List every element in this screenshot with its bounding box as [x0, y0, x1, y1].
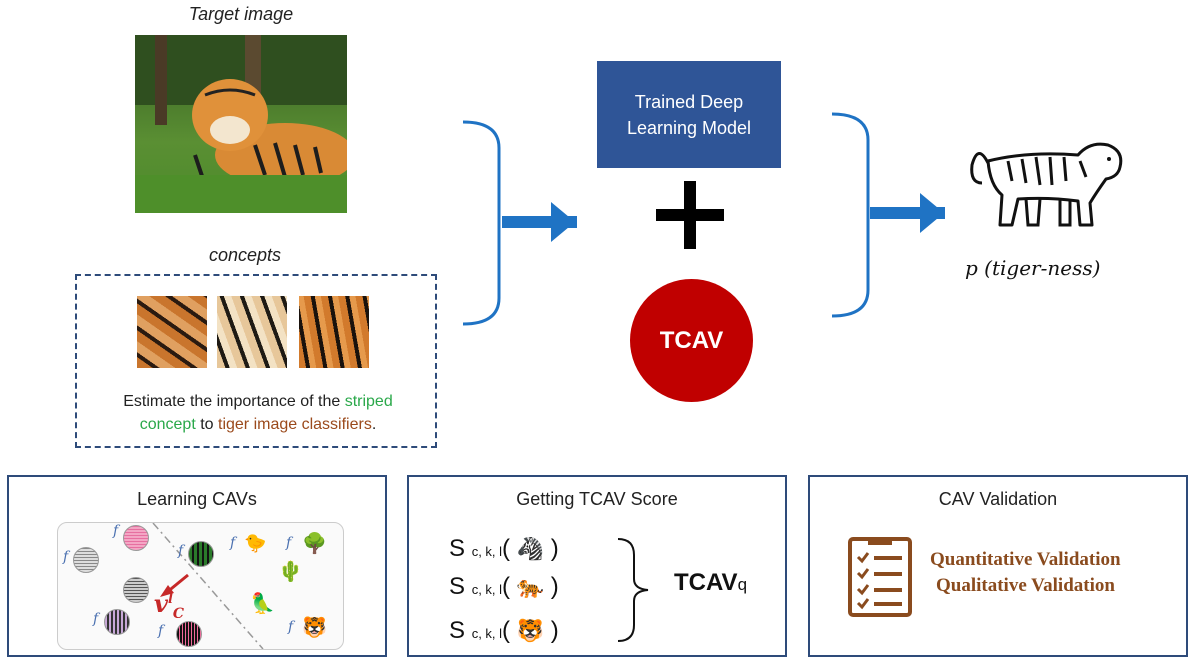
output-bracket-arrow — [831, 112, 945, 318]
cav-separator-line — [152, 523, 264, 649]
output-bracket — [831, 112, 870, 318]
score-subscript-2: c, k, l — [471, 582, 503, 597]
checklist-icon — [848, 537, 912, 617]
validation-item-qualitative: Qualitative Validation — [936, 575, 1115, 596]
cav-parrot-icon: 🦜 — [250, 593, 275, 615]
score-subscript-3: c, k, l — [471, 626, 503, 641]
concept-description: Estimate the importance of the striped co… — [90, 390, 426, 436]
cav-func-2: f — [113, 523, 119, 539]
model-box-line2: Learning Model — [626, 117, 752, 138]
cav-func-5: f — [178, 543, 184, 559]
output-arrow-head — [920, 193, 944, 233]
score-row-zebra: S c, k, l( 🦓 ) — [449, 535, 559, 562]
score-row-tiger-face: S c, k, l( 🐯 ) — [449, 617, 559, 644]
input-arrow-head — [551, 202, 575, 242]
cav-func-3: f — [93, 611, 99, 627]
cav-vector-label: vlC — [154, 589, 184, 622]
score-row-tiger: S c, k, l( 🐅 ) — [449, 573, 559, 600]
cav-cactus-icon: 🌵 — [278, 561, 303, 583]
concept-text-striped: striped — [344, 393, 393, 410]
concept-text-classifiers: tiger image classifiers — [218, 416, 372, 433]
concept-text-end: . — [371, 416, 377, 433]
cav-func-7: f — [286, 535, 292, 551]
cav-func-1: f — [63, 549, 69, 565]
learning-cavs-panel: Learning CAVs f f f f f f 🐤 f 🌳 🌵 🦜 f 🐯 … — [7, 475, 387, 657]
concept-swatch-3 — [299, 296, 369, 368]
cav-bird-icon: 🐤 — [244, 533, 267, 553]
zebra-icon: 🦓 — [516, 536, 545, 561]
target-image-label: Target image — [188, 4, 294, 24]
cav-tree-icon: 🌳 — [302, 533, 327, 555]
tiger-icon: 🐅 — [516, 574, 545, 599]
output-probability-label: p (tiger-ness) — [965, 256, 1101, 280]
concepts-label: concepts — [208, 245, 282, 265]
validation-item-quantitative: Quantitative Validation — [930, 549, 1121, 570]
cav-validation-panel: CAV Validation Quantitative Validation Q… — [808, 475, 1188, 657]
score-subscript-1: c, k, l — [471, 544, 503, 559]
cav-validation-title: CAV Validation — [938, 489, 1058, 509]
tcav-score-panel: Getting TCAV Score S c, k, l( 🦓 ) S c, k… — [407, 475, 787, 657]
concepts-box — [75, 274, 437, 448]
input-bracket — [462, 120, 501, 326]
model-box-line1: Trained Deep — [634, 91, 744, 112]
cav-sample-thread-gray — [73, 547, 99, 573]
tiger-photo-drawing — [135, 35, 347, 213]
cav-func-4: f — [158, 623, 164, 639]
concept-swatch-2 — [217, 296, 287, 368]
score-s-2: S — [449, 573, 466, 600]
tcavq-label: TCAVq — [674, 569, 747, 597]
cav-vector-v: v — [154, 589, 168, 618]
plus-icon — [656, 181, 724, 249]
cav-vector-sub: C — [172, 605, 185, 622]
target-tiger-photo — [135, 35, 347, 213]
tcav-circle: TCAV — [630, 279, 753, 402]
concept-text-concept: concept — [139, 416, 196, 433]
cav-sample-watermelon — [188, 541, 214, 567]
cav-sample-thread-dark — [123, 577, 149, 603]
cav-func-8: f — [288, 619, 294, 635]
cav-tiger-face-icon: 🐯 — [302, 617, 327, 639]
cav-sample-stripes-purple — [104, 609, 130, 635]
score-s-1: S — [449, 535, 466, 562]
concept-swatch-1 — [137, 296, 207, 368]
input-bracket-arrow — [462, 120, 577, 326]
cav-func-6: f — [230, 535, 236, 551]
tiger-outline-icon — [970, 142, 1123, 227]
cav-illustration: f f f f f f 🐤 f 🌳 🌵 🦜 f 🐯 vlC — [57, 522, 344, 650]
tcavq-sub: q — [737, 575, 748, 594]
tcav-score-title: Getting TCAV Score — [516, 489, 678, 509]
cav-vector-sup: l — [167, 592, 173, 607]
score-s-3: S — [449, 617, 466, 644]
score-brace — [617, 538, 649, 642]
concept-text-part2: to — [195, 416, 218, 433]
learning-cavs-title: Learning CAVs — [137, 489, 257, 509]
cav-sample-stripes-black — [176, 621, 202, 647]
concept-text-part1: Estimate the importance of the — [123, 393, 345, 410]
cav-sample-thread-pink — [123, 525, 149, 551]
tcavq-main: TCAV — [674, 569, 738, 596]
tiger-face-icon: 🐯 — [516, 618, 545, 643]
